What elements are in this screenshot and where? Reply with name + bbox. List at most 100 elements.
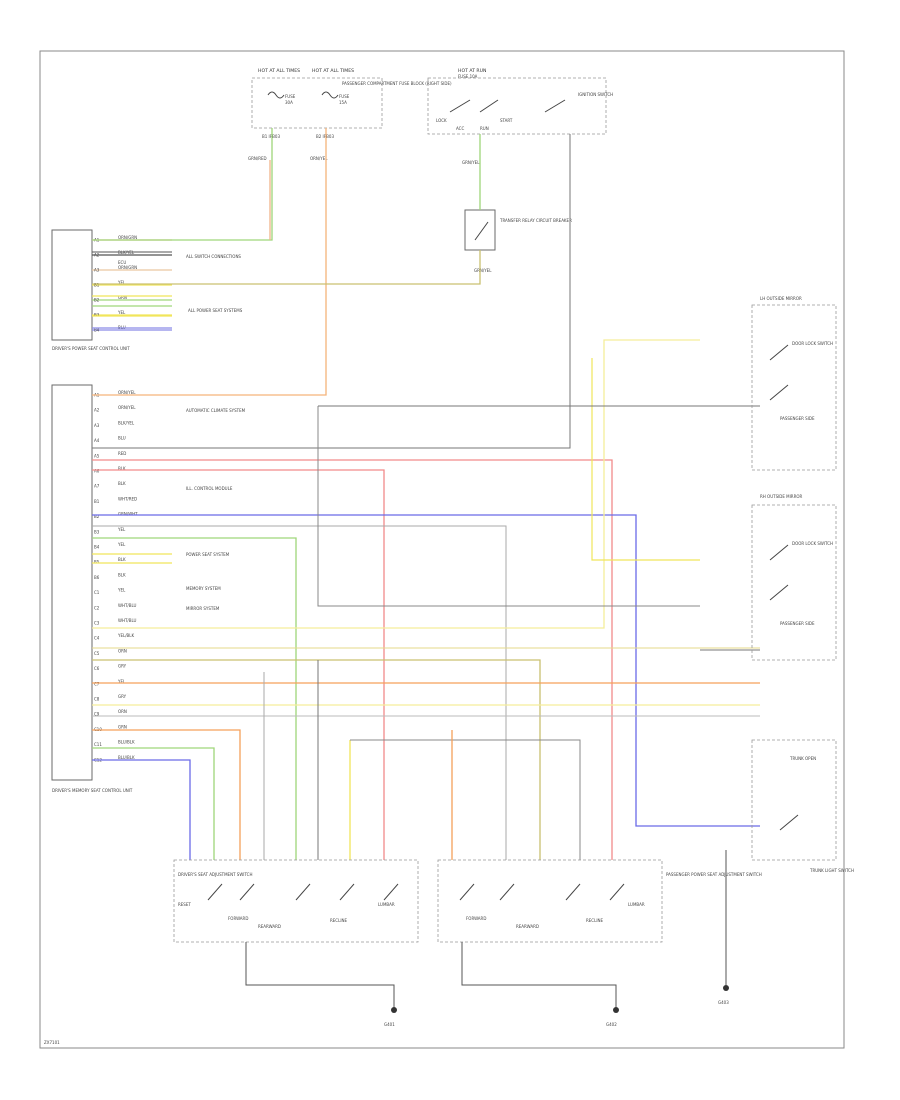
main-pin-label: C4	[94, 636, 100, 641]
main-pin-color: BLK/YEL	[118, 420, 135, 425]
fuse1-wire-code: B1 IPB03	[262, 134, 280, 139]
right-top-item-2: PASSENGER SIDE	[780, 416, 815, 421]
main-note-2: ILL. CONTROL MODULE	[186, 486, 233, 491]
wire-yellow-right-2	[591, 358, 700, 561]
upper-connector-side-label: ECU	[118, 260, 126, 265]
bl-switch-3	[295, 883, 311, 901]
upper-note-2: ALL POWER SEAT SYSTEMS	[188, 308, 243, 313]
main-pin-color: BLK	[118, 466, 126, 471]
ignition-state-lock: LOCK	[436, 118, 447, 123]
main-pin-label: A5	[94, 453, 100, 458]
main-pin-label: C1	[94, 590, 100, 595]
fuse1-symbol-icon	[267, 91, 285, 99]
main-note-1: AUTOMATIC CLIMATE SYSTEM	[186, 408, 246, 413]
main-pin-color: YEL	[117, 542, 126, 547]
wire-blue-main	[92, 514, 760, 827]
main-pin-color: GRN	[118, 724, 127, 729]
ground-left-icon	[391, 1007, 397, 1013]
bottom-left-caption: DRIVER'S SEAT ADJUSTMENT SWITCH	[178, 872, 252, 877]
main-pin-label: C11	[94, 742, 102, 747]
right-middle-title: RH OUTSIDE MIRROR	[760, 494, 803, 499]
br-item-1: FORWARD	[466, 916, 486, 921]
main-pin-color: GRY	[118, 664, 127, 669]
right-middle-switch-1	[769, 544, 789, 561]
right-trunk-switch	[779, 814, 799, 831]
upper-note-1: ALL SWITCH CONNECTIONS	[186, 254, 241, 259]
bottom-right-caption: PASSENGER POWER SEAT ADJUSTMENT SWITCH	[666, 872, 762, 877]
wire-gray-vert	[317, 406, 700, 607]
upper-pin-color: ORN/GRN	[118, 265, 137, 270]
main-pin-color: ORN	[118, 648, 127, 653]
main-connector: DRIVER'S MEMORY SEAT CONTROL UNIT AUTOMA…	[51, 384, 246, 793]
wire-orange-down	[92, 729, 241, 860]
main-pin-label: A4	[94, 438, 100, 443]
main-pin-color: YEL	[117, 679, 126, 684]
ignition-state-start: START	[500, 118, 513, 123]
wire-blue-down	[92, 759, 191, 860]
fuse1-wire-color: GRN/RED	[248, 156, 267, 161]
ignition-title: HOT AT RUN	[458, 68, 486, 74]
bl-switch-5	[383, 883, 399, 901]
upper-pin-color: YEL	[117, 280, 126, 285]
ignition-state-acc: ACC	[456, 126, 464, 131]
upper-pin-color: ORN/GRN	[118, 235, 137, 240]
main-pin-label: A3	[94, 423, 100, 428]
ground-right-icon	[723, 985, 729, 991]
bl-item-1: RESET	[178, 902, 191, 907]
main-pin-color: YEL	[117, 588, 126, 593]
relay-caption: TRANSFER RELAY CIRCUIT BREAKER	[499, 218, 572, 223]
main-pin-color: BLU/BLK	[118, 755, 135, 760]
bl-ground-label: G401	[384, 1022, 395, 1027]
main-pin-label: B2	[94, 514, 100, 519]
main-pin-label: C8	[94, 697, 100, 702]
fuse-box: HOT AT ALL TIMES HOT AT ALL TIMES FUSE 3…	[248, 68, 452, 161]
right-middle-outline	[751, 504, 837, 661]
br-ground-label: G402	[606, 1022, 617, 1027]
main-pin-color: RED	[118, 451, 126, 456]
main-pin-color: YEL	[117, 527, 126, 532]
main-pin-label: C5	[94, 651, 100, 656]
main-pin-label: B6	[94, 575, 100, 580]
ignition-contact-1	[449, 99, 471, 113]
ignition-outline	[427, 77, 607, 135]
br-item-4: LUMBAR	[628, 902, 645, 907]
upper-pin-label: B4	[94, 328, 100, 333]
fuse1-title: HOT AT ALL TIMES	[258, 68, 300, 74]
right-trunk-outline	[751, 739, 837, 861]
bottom-left-switch: DRIVER'S SEAT ADJUSTMENT SWITCH RESET FO…	[173, 859, 419, 1027]
footer-code: ZX7101	[44, 1040, 60, 1045]
wire-ignition-right	[92, 134, 571, 449]
main-connector-body	[51, 384, 93, 781]
wire-green-main	[92, 537, 297, 860]
fuse2-symbol-icon	[321, 91, 339, 99]
main-pin-color: ORN	[118, 709, 127, 714]
wire-red-2	[92, 469, 385, 860]
fuse2-wire-code: B2 IPB03	[316, 134, 334, 139]
upper-connector: DRIVER'S POWER SEAT CONTROL UNIT ECU ALL…	[51, 229, 243, 351]
right-top-item-1: DOOR LOCK SWITCH	[792, 341, 833, 346]
main-pin-color: ORN/YEL	[118, 390, 136, 395]
bl-item-3: REARWARD	[258, 924, 281, 929]
right-middle-item-2: PASSENGER SIDE	[780, 621, 815, 626]
main-pin-label: C9	[94, 712, 100, 717]
bl-switch-1	[207, 883, 223, 901]
bl-ground-wire	[245, 942, 395, 1010]
right-middle-switch-2	[769, 584, 789, 601]
upper-pin-label: B3	[94, 313, 100, 318]
upper-connector-body	[51, 229, 93, 341]
ignition-fuse: FUSE 10A	[458, 74, 478, 79]
ground-right-label: G403	[718, 1000, 729, 1005]
wire-gray-bus	[350, 739, 581, 860]
right-top-title: LH OUTSIDE MIRROR	[760, 296, 802, 301]
relay-contact	[474, 221, 489, 241]
wire-fuse1-down	[92, 128, 273, 241]
wiring	[92, 128, 760, 860]
ignition-contact-3	[544, 99, 566, 113]
main-pin-label: B5	[94, 560, 100, 565]
right-switch-trunk: TRUNK LIGHT SWITCH TRUNK OPEN G403	[718, 739, 854, 1005]
right-switch-middle: RH OUTSIDE MIRROR DOOR LOCK SWITCH PASSE…	[751, 494, 837, 661]
main-pin-color: GRN/WHT	[118, 512, 138, 517]
relay-wire-out: GRN/YEL	[474, 268, 492, 273]
fuse1-rating: 30A	[285, 100, 293, 105]
